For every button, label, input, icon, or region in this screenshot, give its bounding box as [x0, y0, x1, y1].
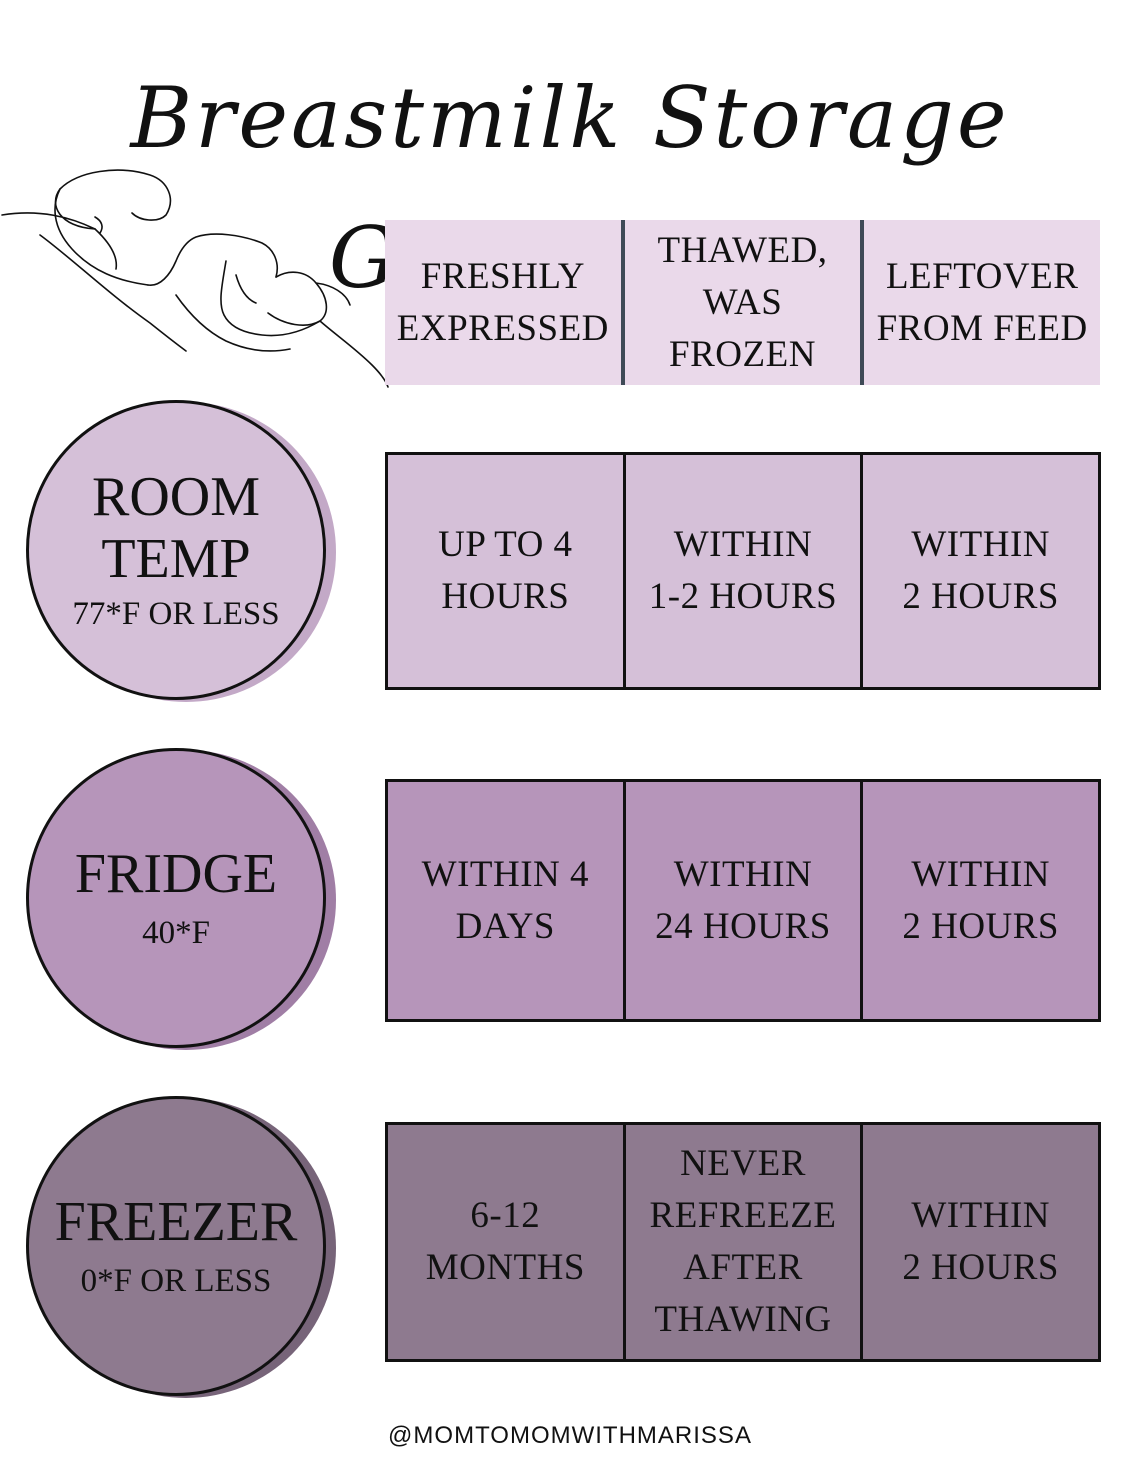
- fridge-circle: FRIDGE 40*F: [26, 748, 326, 1048]
- fridge-thawed: WITHIN 24 HOURS: [622, 782, 861, 1019]
- freezer-row: 6-12 MONTHS NEVER REFREEZE AFTER THAWING…: [385, 1122, 1101, 1362]
- room-temp-freshly-expressed: UP TO 4 HOURS: [438, 524, 573, 617]
- column-header-leftover: LEFTOVER FROM FEED: [876, 255, 1088, 349]
- room-temp-leftover: WITHIN 2 HOURS: [860, 455, 1098, 687]
- freezer-temperature: 0*F OR LESS: [80, 1263, 272, 1299]
- room-temp-circle: ROOM TEMP 77*F OR LESS: [26, 400, 326, 700]
- room-temp-temperature: 77*F OR LESS: [72, 596, 280, 632]
- header-divider: [860, 220, 865, 385]
- fridge-temperature: 40*F: [142, 915, 210, 951]
- fridge-label: FRIDGE: [74, 843, 278, 905]
- fridge-leftover: WITHIN 2 HOURS: [860, 782, 1098, 1019]
- freezer-freshly-expressed: 6-12 MONTHS: [425, 1195, 585, 1288]
- room-temp-row: UP TO 4 HOURS WITHIN 1-2 HOURS WITHIN 2 …: [385, 452, 1101, 690]
- fridge-row: WITHIN 4 DAYS WITHIN 24 HOURS WITHIN 2 H…: [385, 779, 1101, 1022]
- room-temp-thawed: WITHIN 1-2 HOURS: [622, 455, 861, 687]
- freezer-label: FREEZER: [54, 1191, 298, 1253]
- social-handle: @MOMTOMOMWITHMARISSA: [388, 1422, 752, 1449]
- fridge-freshly-expressed: WITHIN 4 DAYS: [421, 853, 590, 947]
- room-temp-label: ROOM TEMP: [91, 466, 261, 590]
- header-divider: [620, 220, 625, 385]
- freezer-leftover: WITHIN 2 HOURS: [860, 1125, 1098, 1359]
- freezer-thawed: NEVER REFREEZE AFTER THAWING: [622, 1125, 861, 1359]
- column-header-thawed: THAWED, WAS FROZEN: [657, 229, 828, 375]
- sleeping-baby-line-drawing: [1, 169, 389, 388]
- column-header-band: FRESHLY EXPRESSED THAWED, WAS FROZEN LEF…: [385, 220, 1100, 385]
- freezer-circle: FREEZER 0*F OR LESS: [26, 1096, 326, 1396]
- column-header-freshly-expressed: FRESHLY EXPRESSED: [396, 255, 609, 349]
